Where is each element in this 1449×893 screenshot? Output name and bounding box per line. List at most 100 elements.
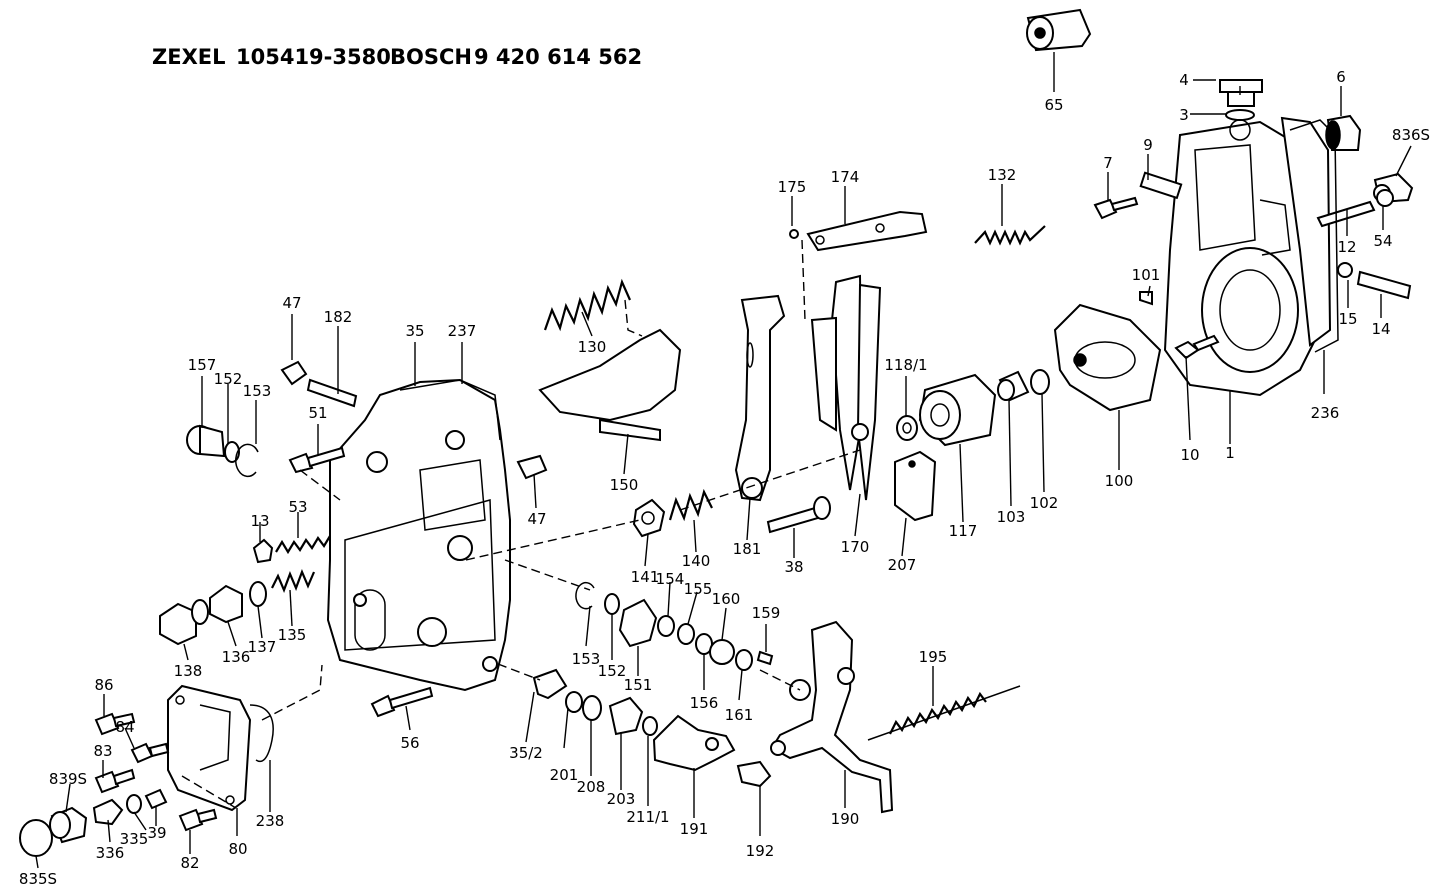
part-6-plug [1325, 114, 1362, 151]
callout-118-1: 118/1 [884, 356, 927, 374]
callout-102: 102 [1030, 494, 1059, 512]
part-135-spring-pin [271, 569, 316, 593]
part-53-adjusting-screw [275, 535, 331, 555]
callout-1: 1 [1225, 444, 1235, 462]
part-152-washer-bottom [604, 593, 620, 615]
callout-35: 35 [405, 322, 424, 340]
callout-130: 130 [578, 338, 607, 356]
callout-6: 6 [1336, 68, 1346, 86]
callout-238: 238 [256, 812, 285, 830]
callout-101: 101 [1132, 266, 1161, 284]
part-138-cap [159, 599, 209, 646]
diagram-header: ZEXEL 105419-3580 BOSCH 9 420 614 562 [152, 45, 642, 69]
callout-135: 135 [278, 626, 307, 644]
callout-10: 10 [1180, 446, 1199, 464]
callout-51: 51 [308, 404, 327, 422]
zexel-part-number: 105419-3580 [236, 45, 391, 69]
callout-38: 38 [784, 558, 803, 576]
part-140-spring [668, 488, 713, 522]
callout-195: 195 [919, 648, 948, 666]
brand-bosch: BOSCH [390, 45, 472, 69]
callout-237: 237 [448, 322, 477, 340]
callout-53: 53 [288, 498, 307, 516]
part-192-bolt [736, 760, 772, 788]
callout-152-bottom: 152 [598, 662, 627, 680]
part-170-lever [810, 274, 882, 501]
part-56-bolt [370, 686, 434, 718]
callout-56: 56 [400, 734, 419, 752]
callout-140: 140 [682, 552, 711, 570]
part-191-bracket [652, 714, 736, 772]
part-195-spring-rod [867, 685, 1021, 741]
parts-drawings [19, 8, 1414, 857]
callout-80: 80 [228, 840, 247, 858]
callout-138: 138 [174, 662, 203, 680]
part-150-shaft [538, 328, 682, 442]
callout-201: 201 [550, 766, 579, 784]
callout-161: 161 [725, 706, 754, 724]
callout-160: 160 [712, 590, 741, 608]
callout-3: 3 [1179, 106, 1189, 124]
callout-236: 236 [1311, 404, 1340, 422]
callout-336: 336 [96, 844, 125, 862]
part-102-washer [1030, 369, 1050, 395]
callout-170: 170 [841, 538, 870, 556]
part-14-screw [1139, 262, 1412, 306]
callout-132: 132 [988, 166, 1017, 184]
part-182-pin [306, 378, 358, 408]
part-154-ring [657, 615, 675, 637]
brand-zexel: ZEXEL [152, 45, 226, 69]
callout-136: 136 [222, 648, 251, 666]
callout-9: 9 [1143, 136, 1153, 154]
callout-100: 100 [1105, 472, 1134, 490]
callout-86: 86 [94, 676, 113, 694]
part-1-governor-housing [1139, 116, 1332, 397]
callout-335: 335 [120, 830, 149, 848]
callout-labels: 65 4 3 6 836S 7 9 12 54 101 15 14 236 10… [19, 68, 1430, 888]
part-84-bolt [130, 742, 170, 764]
callout-839s: 839S [49, 770, 87, 788]
part-13-nut [252, 538, 274, 564]
part-132-spring [974, 225, 1046, 246]
part-39-screw [144, 788, 168, 810]
part-201-washer [565, 691, 583, 713]
part-35-governor-cover [326, 378, 511, 692]
part-7-bolt [1093, 196, 1139, 220]
part-157-plug [186, 424, 226, 458]
part-118-1-washer [896, 415, 918, 441]
callout-157: 157 [188, 356, 217, 374]
part-86-bolt [94, 712, 136, 736]
part-117-sleeve [918, 373, 997, 447]
part-153-circlip-bottom [575, 581, 595, 610]
callout-836s: 836S [1392, 126, 1430, 144]
callout-159: 159 [752, 604, 781, 622]
part-80-cover-plate [167, 684, 252, 812]
callout-141: 141 [631, 568, 660, 586]
part-12-stud [1316, 189, 1394, 228]
callout-47-top: 47 [282, 294, 301, 312]
callout-54: 54 [1373, 232, 1392, 250]
callout-82: 82 [180, 854, 199, 872]
callout-35-2: 35/2 [509, 744, 543, 762]
part-181-lever [734, 294, 786, 502]
callout-150: 150 [610, 476, 639, 494]
callout-65: 65 [1044, 96, 1063, 114]
callout-181: 181 [733, 540, 762, 558]
callout-15: 15 [1338, 310, 1357, 328]
callout-152-top: 152 [214, 370, 243, 388]
callout-211-1: 211/1 [626, 808, 669, 826]
part-211-1-washer [642, 716, 658, 736]
callout-117: 117 [949, 522, 978, 540]
part-174-lever [789, 210, 928, 252]
callout-175: 175 [778, 178, 807, 196]
part-100-flyweight [1053, 303, 1162, 412]
part-335-washer [126, 794, 142, 814]
part-83-bolt [94, 768, 136, 794]
callout-103: 103 [997, 508, 1026, 526]
callout-203: 203 [607, 790, 636, 808]
part-336-adapter [92, 798, 124, 826]
callout-153-bottom: 153 [572, 650, 601, 668]
part-835s-cap [19, 819, 53, 857]
part-4-plug [1219, 79, 1263, 121]
